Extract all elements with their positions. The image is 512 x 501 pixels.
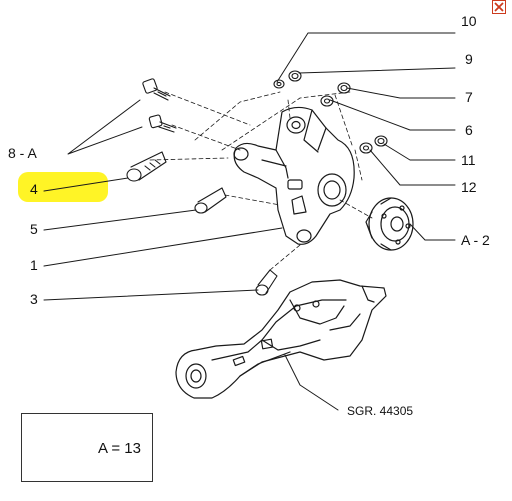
leader-5: [43, 209, 197, 231]
callout-11: 11: [461, 152, 476, 168]
nut-9: [288, 70, 302, 82]
close-icon: [494, 2, 504, 12]
nut-11: [374, 135, 388, 147]
leader-9: [298, 67, 456, 74]
callout-8a: 8 - A: [8, 145, 37, 161]
leader-11: [383, 143, 456, 161]
legend-text: A = 13: [98, 440, 141, 457]
wheel-hub-a2: [365, 197, 414, 251]
leader-7: [346, 87, 456, 99]
torque-legend-box: [21, 413, 153, 482]
nut-7: [337, 82, 351, 94]
leader-12: [369, 149, 456, 186]
highlight-part-4: [18, 172, 108, 202]
callout-7: 7: [465, 89, 473, 105]
knuckle-1: [233, 106, 355, 245]
callout-12: 12: [461, 179, 477, 195]
bolt-5: [194, 187, 227, 214]
bolt-4: [126, 151, 167, 182]
callout-6: 6: [465, 122, 473, 138]
leader-10: [276, 32, 456, 83]
leader-a2: [409, 223, 456, 241]
callout-9: 9: [465, 51, 473, 67]
callout-3: 3: [30, 291, 38, 307]
leader-1: [43, 227, 283, 267]
leader-4: [43, 177, 129, 192]
leader-6: [329, 99, 456, 131]
leader-3: [43, 289, 259, 301]
leader-8a: [67, 99, 143, 155]
callout-10: 10: [461, 13, 477, 29]
bolt-3: [255, 269, 278, 296]
callout-a2: A - 2: [461, 232, 490, 248]
close-button[interactable]: [492, 0, 506, 14]
bolt-8a-upper: [142, 78, 171, 101]
washer-10: [273, 79, 285, 89]
washer-6: [320, 95, 334, 107]
diagram-reference: SGR. 44305: [347, 404, 414, 418]
washer-12: [359, 142, 373, 154]
axle-beam: [175, 279, 387, 399]
callout-4: 4: [30, 181, 38, 197]
callout-1: 1: [30, 257, 38, 273]
callout-5: 5: [30, 221, 38, 237]
leader-ref: [284, 354, 339, 411]
bolt-8a-lower: [148, 114, 177, 133]
